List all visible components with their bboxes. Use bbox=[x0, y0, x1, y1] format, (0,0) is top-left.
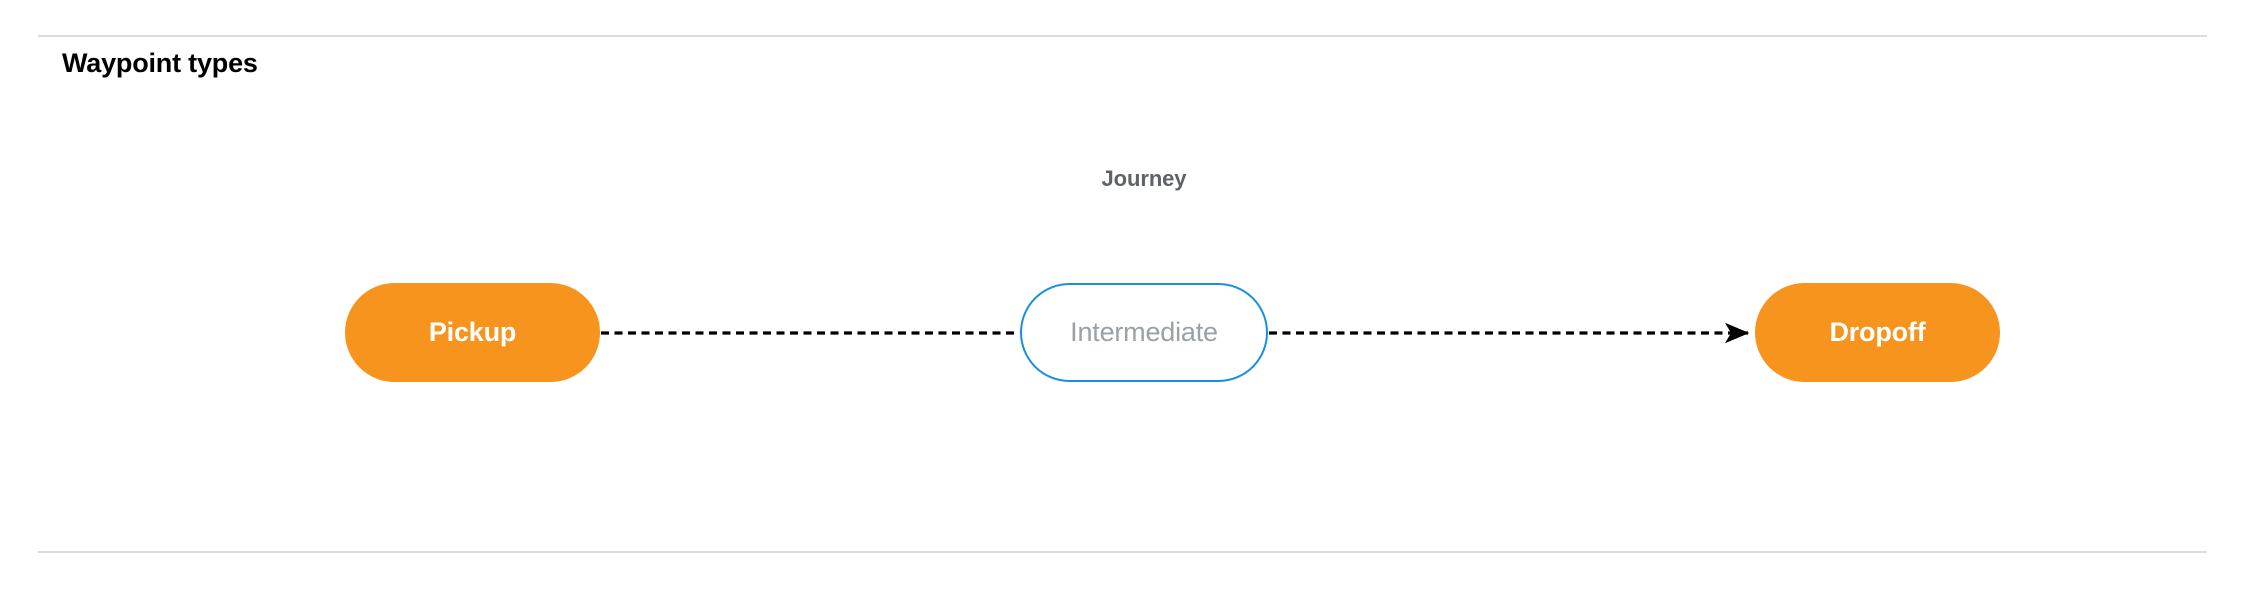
node-intermediate[interactable]: Intermediate bbox=[1020, 283, 1268, 382]
node-pickup[interactable]: Pickup bbox=[345, 283, 600, 382]
node-dropoff-label: Dropoff bbox=[1829, 317, 1926, 347]
divider-bottom bbox=[38, 551, 2207, 553]
journey-group-label: Journey bbox=[1101, 166, 1187, 191]
node-dropoff[interactable]: Dropoff bbox=[1755, 283, 2000, 382]
node-intermediate-label: Intermediate bbox=[1070, 317, 1218, 347]
page-title: Waypoint types bbox=[62, 48, 258, 78]
divider-top bbox=[38, 35, 2207, 37]
node-pickup-label: Pickup bbox=[428, 317, 517, 347]
